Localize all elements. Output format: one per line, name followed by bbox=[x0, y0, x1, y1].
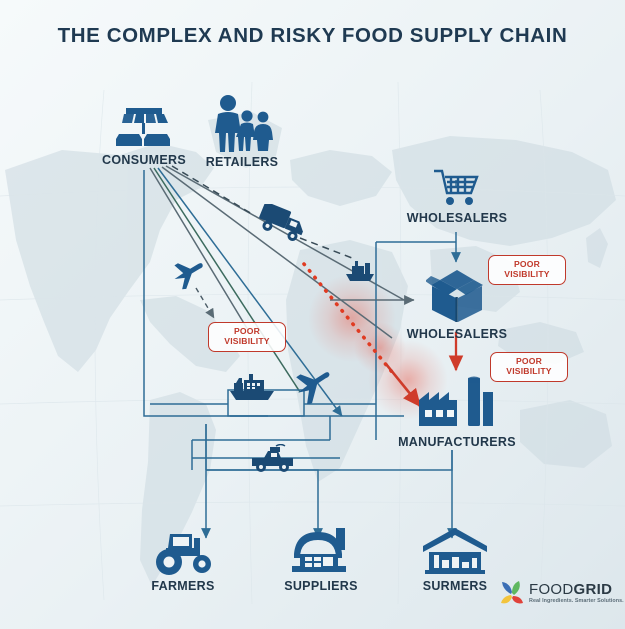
page-title: THE COMPLEX AND RISKY FOOD SUPPLY CHAIN bbox=[57, 24, 568, 47]
node-surmers[interactable]: SURMERS bbox=[400, 526, 510, 593]
logo-name-light: FOOD bbox=[529, 580, 574, 598]
link-consumers-d bbox=[161, 166, 393, 339]
node-wholesalers-cart[interactable]: WHOLESALERS bbox=[404, 168, 510, 225]
alert-poor-visibility-left: POOR VISIBILITY bbox=[208, 322, 286, 353]
alert-line-1: POOR bbox=[515, 356, 543, 366]
alert-poor-visibility-wholesalers: POOR VISIBILITY bbox=[488, 255, 566, 286]
pickup-truck-icon bbox=[252, 444, 293, 472]
open-box-icon bbox=[426, 270, 483, 322]
factory-icon bbox=[419, 376, 493, 426]
node-label: SUPPLIERS bbox=[284, 579, 358, 593]
node-label: WHOLESALERS bbox=[406, 211, 508, 225]
alert-line-1: POOR bbox=[233, 326, 261, 336]
foodgrid-logo: FOODGRID Real Ingredients. Smarter Solut… bbox=[500, 580, 624, 606]
alert-line-2: VISIBILITY bbox=[506, 365, 552, 376]
airplane-icon bbox=[174, 263, 203, 290]
node-suppliers[interactable]: SUPPLIERS bbox=[266, 526, 376, 593]
alert-line-1: POOR bbox=[513, 259, 541, 269]
node-label: CONSUMERS bbox=[102, 153, 186, 167]
node-retailers[interactable]: RETAILERS bbox=[196, 94, 288, 169]
link-consumers-truck-dash bbox=[171, 165, 253, 215]
alert-line-2: VISIBILITY bbox=[224, 335, 270, 346]
node-consumers[interactable]: CONSUMERS bbox=[96, 104, 192, 167]
shipping-platform-box bbox=[227, 389, 305, 417]
tractor-icon bbox=[156, 534, 211, 575]
alert-poor-visibility-manufacturers: POOR VISIBILITY bbox=[490, 352, 568, 383]
warehouse-icon bbox=[423, 528, 487, 574]
link-manu-left bbox=[206, 450, 453, 471]
foodgrid-leaf-icon bbox=[501, 581, 523, 604]
market-stall-icon bbox=[116, 108, 170, 146]
logo-tagline: Real Ingredients. Smarter Solutions. bbox=[529, 597, 624, 604]
cargo-ship-icon bbox=[346, 261, 374, 281]
link-consumers-left-down bbox=[143, 170, 268, 417]
link-red-dotted-risk bbox=[302, 262, 394, 374]
node-label: FARMERS bbox=[151, 579, 215, 593]
node-label: RETAILERS bbox=[205, 155, 279, 169]
link-consumers-b bbox=[153, 167, 301, 393]
link-plane-drop bbox=[195, 287, 215, 319]
link-truck-dash-right bbox=[299, 237, 353, 259]
link-red-risk-arrow bbox=[384, 363, 422, 408]
link-consumers-c bbox=[157, 167, 343, 417]
node-label: MANUFACTURERS bbox=[398, 435, 516, 449]
shopping-cart-icon bbox=[434, 169, 479, 205]
node-label: SURMERS bbox=[422, 579, 488, 593]
delivery-truck-icon bbox=[259, 204, 303, 241]
family-people-icon bbox=[215, 95, 273, 152]
node-wholesalers-box[interactable]: WHOLESALERS bbox=[404, 268, 510, 341]
node-label: WHOLESALERS bbox=[406, 327, 508, 341]
cargo-ship-icon bbox=[230, 374, 274, 400]
node-farmers[interactable]: FARMERS bbox=[128, 528, 238, 593]
node-manufacturers[interactable]: MANUFACTURERS bbox=[394, 376, 520, 449]
warehouse-factory-icon bbox=[292, 528, 346, 572]
alert-line-2: VISIBILITY bbox=[504, 268, 550, 279]
logo-name-bold: GRID bbox=[573, 580, 613, 598]
link-consumers-a bbox=[149, 167, 249, 331]
airplane-icon bbox=[296, 372, 330, 405]
